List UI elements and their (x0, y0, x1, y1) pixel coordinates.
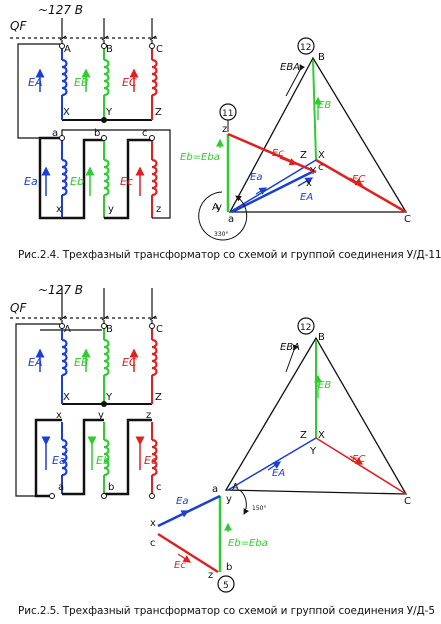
fig2-ph-z: z (208, 570, 213, 581)
fig2-label-ec: EC (352, 454, 365, 465)
fig1-voltage: ~127 B (38, 3, 83, 17)
fig2-emf-lc: Ec (144, 454, 157, 467)
fig2-label-eb-eq: Eb=Eba (228, 538, 268, 549)
fig2-clock-5: 5 (223, 581, 229, 591)
fig2-hv-c: C (156, 324, 163, 335)
fig2-lv-x: x (56, 410, 62, 421)
fig2-qf: QF (10, 301, 27, 315)
fig2-phasors (157, 317, 408, 593)
fig1-emf-lb: Eb (70, 175, 84, 188)
fig2-hv-coils (35, 323, 158, 407)
fig1-ph-x: x (306, 178, 312, 189)
fig2-ph-Z: Z (300, 430, 307, 441)
fig2-ph-A: A (232, 482, 239, 493)
fig1-clock-11: 11 (222, 109, 233, 119)
fig2-ph-X: X (318, 430, 325, 441)
fig2-label-ea: EA (272, 468, 285, 479)
fig1-phasor-labels: 12 11 EBA EB EC EA Ec Ea Eb=Eba 330° A B… (180, 43, 411, 238)
fig2-lv-y: y (98, 410, 104, 421)
fig2-hv-a: A (64, 324, 71, 335)
fig2-clock-12: 12 (300, 323, 311, 333)
fig1-emf-c: EC (122, 76, 137, 89)
fig2-emf-la: Ea (52, 454, 66, 467)
fig2-lv-c: c (156, 482, 162, 493)
fig2-ph-b: b (226, 562, 232, 573)
fig1-emf-lc: Ec (120, 175, 133, 188)
fig2-hv-x: X (63, 392, 70, 403)
fig1-label-ec-lv: Ec (272, 148, 284, 159)
fig2-hv-b: B (106, 324, 113, 335)
fig1-lv-y: y (108, 204, 114, 215)
fig1-lv-coils (38, 129, 171, 220)
fig1-hv-z: Z (155, 107, 162, 118)
fig1-wiring-labels: QF ~127 B A B C X Y Z a b c x y z EA EB … (10, 3, 163, 215)
fig2-ph-Y: Y (309, 446, 317, 457)
fig1-lv-x: x (56, 204, 62, 215)
fig1-qf: QF (10, 19, 27, 33)
fig2-lv-a: a (58, 482, 64, 493)
fig2-lv-coils (34, 418, 158, 499)
fig1-ph-z: z (222, 124, 227, 135)
fig2-label-eba: EBA (280, 342, 300, 353)
fig2-label-eb: EB (318, 380, 331, 391)
fig1-ph-A: A (212, 202, 219, 213)
fig2-emf-b: EB (74, 356, 89, 369)
fig1-lv-c: c (142, 128, 148, 139)
fig2-label-ea-lv: Ea (176, 496, 188, 507)
fig1-label-ec: EC (352, 174, 365, 185)
fig2-angle: 150° (252, 505, 266, 512)
fig1-lv-b: b (94, 128, 100, 139)
fig1-ph-C: C (404, 214, 411, 225)
fig1-phasors (198, 37, 408, 241)
fig1-label-eb-eq: Eb=Eba (180, 152, 220, 163)
fig2-ph-a: a (212, 484, 218, 495)
fig1-hv-coils (35, 43, 158, 123)
fig1-ph-a: a (228, 214, 234, 225)
fig2-ph-c: c (150, 538, 156, 549)
fig1-clock-12: 12 (300, 43, 311, 53)
fig1-hv-a: A (64, 44, 71, 55)
fig2-emf-c: EC (122, 356, 137, 369)
fig1-lv-z: z (156, 204, 161, 215)
fig2-ph-C: C (404, 496, 411, 507)
fig2-ph-y: y (226, 494, 232, 505)
fig1-ph-B: B (318, 52, 325, 63)
fig2-emf-lb: Eb (96, 454, 110, 467)
fig1-label-eba: EBA (280, 62, 300, 73)
fig2-ph-x: x (150, 518, 156, 529)
fig2-hv-y: Y (105, 392, 113, 403)
fig1-hv-b: B (106, 44, 113, 55)
fig1-label-ea: EA (300, 192, 313, 203)
fig1-ph-Y: Y (309, 166, 317, 177)
fig2-ph-B: B (318, 332, 325, 343)
fig1-label-ea-lv: Ea (250, 172, 262, 183)
figure1-caption: Рис.2.4. Трехфазный трансформатор со схе… (18, 249, 441, 261)
fig1-emf-la: Ea (24, 175, 38, 188)
fig1-hv-c: C (156, 44, 163, 55)
fig1-emf-a: EA (28, 76, 42, 89)
fig1-emf-b: EB (74, 76, 89, 89)
fig1-hv-x: X (63, 107, 70, 118)
fig2-voltage: ~127 B (38, 283, 83, 297)
fig2-lv-b: b (108, 482, 114, 493)
fig1-ph-X: X (318, 150, 325, 161)
transformer-diagrams: QF ~127 B A B C X Y Z a b c x y z EA EB … (10, 3, 411, 593)
fig2-wiring-labels: QF ~127 B A B C X Y Z x y z a b c EA EB … (10, 283, 163, 493)
fig1-ph-y: y (216, 202, 222, 213)
fig1-label-eb: EB (318, 100, 331, 111)
fig1-hv-y: Y (105, 107, 113, 118)
fig2-emf-a: EA (28, 356, 42, 369)
fig1-angle: 330° (214, 231, 228, 238)
fig2-label-ec-lv: Ec (174, 560, 186, 571)
figure2-caption: Рис.2.5. Трехфазный трансформатор со схе… (18, 605, 435, 617)
fig1-lv-a: a (52, 128, 58, 139)
fig2-lv-z: z (146, 410, 151, 421)
fig2-phasor-labels: 12 5 EBA EB EC EA Ea Ec Eb=Eba 150° A B … (150, 323, 411, 591)
fig2-hv-z: Z (155, 392, 162, 403)
fig1-ph-Z: Z (300, 150, 307, 161)
fig1-ph-c: c (318, 162, 324, 173)
